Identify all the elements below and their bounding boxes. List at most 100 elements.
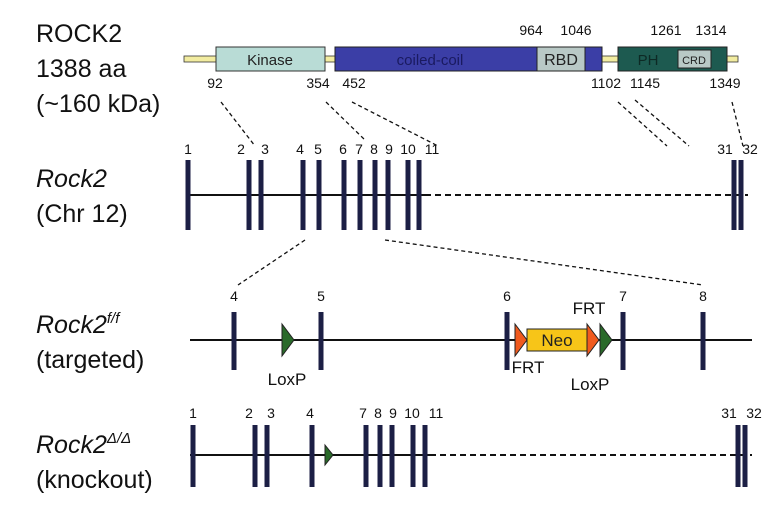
exon	[738, 160, 744, 230]
exon-number: 32	[746, 405, 762, 421]
pos-1349: 1349	[709, 75, 740, 91]
loxp-label-1: LoxP	[268, 370, 307, 389]
connector-line	[617, 101, 668, 147]
exon-number: 9	[385, 141, 393, 157]
exon	[700, 312, 706, 370]
rbd-label: RBD	[544, 52, 578, 69]
exon-number: 2	[237, 141, 245, 157]
targeted-name-text: Rock2	[36, 311, 107, 339]
protein-mass: (~160 kDa)	[36, 90, 160, 118]
exon-number: 10	[404, 405, 420, 421]
connector-line	[351, 101, 439, 147]
connector-line	[384, 239, 704, 286]
exon-number: 32	[742, 141, 758, 157]
exon-number: 8	[699, 288, 707, 304]
exon-number: 7	[359, 405, 367, 421]
exon	[389, 425, 395, 487]
connector-line	[325, 101, 366, 141]
pos-452: 452	[342, 75, 366, 91]
exon-number: 4	[296, 141, 304, 157]
exon	[405, 160, 411, 230]
exon-number: 3	[261, 141, 269, 157]
exon	[504, 312, 510, 370]
exon-number: 8	[370, 141, 378, 157]
exon	[410, 425, 416, 487]
knockout-name: Rock2Δ/Δ	[36, 430, 131, 459]
frt-label-2: FRT	[573, 299, 606, 318]
loxp-site-icon	[324, 443, 334, 467]
exon	[377, 425, 383, 487]
loxp-label-2: LoxP	[571, 375, 610, 394]
exon-number: 11	[429, 405, 444, 421]
exon	[185, 160, 191, 230]
pos-92: 92	[207, 75, 223, 91]
exon	[363, 425, 369, 487]
exon	[252, 425, 258, 487]
exon	[742, 425, 748, 487]
exon-number: 6	[339, 141, 347, 157]
pos-1102: 1102	[591, 75, 621, 91]
exon	[246, 160, 252, 230]
exon-number: 2	[245, 405, 253, 421]
ph-label: PH	[638, 52, 659, 69]
crd-domain	[677, 49, 712, 69]
crd-label: CRD	[682, 55, 706, 67]
targeted-desc: (targeted)	[36, 346, 144, 374]
exon-number: 9	[389, 405, 397, 421]
exon	[422, 425, 428, 487]
pos-1046: 1046	[560, 22, 591, 38]
pos-1261: 1261	[650, 22, 681, 38]
protein-length: 1388 aa	[36, 55, 126, 83]
exon	[316, 160, 322, 230]
connector-line	[634, 99, 690, 147]
exon-number: 10	[400, 141, 416, 157]
frt-site-icon	[514, 322, 528, 358]
exon	[372, 160, 378, 230]
exon-number: 5	[317, 288, 325, 304]
exon-number: 4	[306, 405, 314, 421]
exon	[735, 425, 741, 487]
loxp-site-icon	[281, 322, 295, 358]
pos-964: 964	[519, 22, 543, 38]
protein-domain-map: Kinase coiled-coil RBD PH CRD 964 1046 1…	[183, 22, 741, 91]
exon	[190, 425, 196, 487]
pos-354: 354	[306, 75, 330, 91]
connector-line	[731, 101, 744, 147]
rbd-domain	[536, 46, 586, 72]
exon	[309, 425, 315, 487]
frt-site-icon	[586, 322, 600, 358]
exon-number: 4	[230, 288, 238, 304]
exon	[300, 160, 306, 230]
exon	[318, 312, 324, 370]
connector-line	[220, 101, 256, 147]
gene-name: Rock2	[36, 165, 107, 193]
exon	[731, 160, 737, 230]
exon-number: 1	[184, 141, 192, 157]
exon-number: 11	[425, 141, 440, 157]
targeted-name: Rock2f/f	[36, 310, 121, 339]
exon-number: 6	[503, 288, 511, 304]
knockout-desc: (knockout)	[36, 466, 153, 494]
exon	[620, 312, 626, 370]
gene-locus: (Chr 12)	[36, 200, 128, 228]
exon	[385, 160, 391, 230]
pos-1314: 1314	[695, 22, 726, 38]
exon-number: 1	[189, 405, 197, 421]
exon	[258, 160, 264, 230]
exon-number: 7	[355, 141, 363, 157]
exon-number: 8	[374, 405, 382, 421]
frt-label-1: FRT	[512, 358, 545, 377]
exon-number: 31	[721, 405, 737, 421]
exon-number: 31	[717, 141, 733, 157]
connector-line	[237, 239, 306, 286]
exon	[357, 160, 363, 230]
kinase-domain	[215, 46, 326, 72]
protein-name: ROCK2	[36, 20, 122, 48]
loxp-site-icon	[599, 322, 613, 358]
neo-label: Neo	[541, 331, 572, 350]
